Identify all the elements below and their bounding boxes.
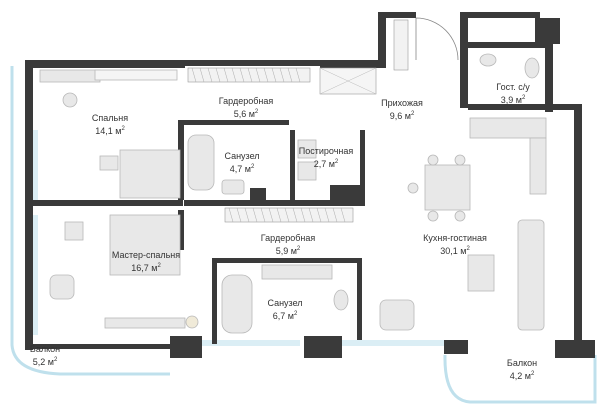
room-label-bedroom: Спальня 14,1 м2 — [91, 113, 129, 136]
room-label-balcony-1: Балкон 5,2 м2 — [29, 344, 61, 367]
wall-bath2-right — [357, 258, 362, 340]
bathtub-2 — [221, 274, 253, 334]
wall-right — [574, 104, 582, 356]
dining-chair-4 — [454, 210, 466, 222]
pillar-bottom-3 — [444, 340, 468, 354]
room-label-guest-bath: Гост. с/у 3,9 м2 — [496, 82, 530, 105]
dining-chair-2 — [454, 154, 466, 166]
wall-top-right — [320, 60, 378, 68]
master-window — [32, 215, 38, 335]
wall-guest-bath-top — [468, 42, 550, 48]
room-label-hallway: Прихожая 9,6 м2 — [381, 98, 423, 121]
bedroom-balcony-glass — [10, 66, 170, 376]
wall-laundry-right — [360, 130, 365, 206]
dining-chair-3 — [427, 210, 439, 222]
kitchen-counter-icon — [469, 117, 547, 139]
wall-bottom-left — [25, 344, 175, 349]
dining-chair-5 — [407, 182, 419, 194]
closet-2-hatch — [228, 207, 346, 223]
wall-bedroom-master — [33, 200, 183, 206]
wall-guest-bath-left — [460, 12, 468, 108]
wall-bath-laundry — [290, 130, 295, 202]
wall-guest-right — [545, 42, 553, 112]
plant-icon — [185, 315, 199, 329]
living-window — [340, 340, 445, 346]
wall-riser-top — [378, 12, 416, 18]
closets — [187, 19, 409, 223]
laundry-machine-block — [330, 185, 360, 203]
wall-top-mid — [185, 60, 320, 66]
chair-icon — [62, 92, 78, 108]
room-label-bathroom-2: Санузел 6,7 м2 — [267, 298, 303, 321]
sink-icon — [221, 179, 245, 195]
closet-hall-cross — [319, 67, 377, 95]
pillar-bottom-2 — [304, 336, 342, 358]
wall-right-top — [553, 104, 582, 110]
wall-bedroom-bath — [178, 120, 184, 200]
wall-bath-top — [184, 120, 289, 125]
room-label-wardrobe-1: Гардеробная 5,6 м2 — [218, 96, 274, 119]
bedroom-wardrobe — [94, 69, 178, 81]
desk-icon — [39, 69, 101, 83]
windows — [10, 66, 597, 404]
bed-icon — [119, 149, 181, 199]
double-sink — [261, 264, 333, 280]
living-balcony-glass — [443, 354, 597, 404]
bath-window — [200, 340, 300, 346]
dining-table-icon — [424, 164, 471, 211]
kitchen-counter-side — [529, 137, 547, 195]
room-label-bathroom-1: Санузел 4,7 м2 — [224, 151, 260, 174]
room-label-laundry: Постирочная 2,7 м2 — [298, 146, 354, 169]
master-nightstand — [64, 221, 84, 241]
wall-guest-bottom — [468, 104, 553, 110]
room-label-living-kitchen: Кухня-гостиная 30,1 м2 — [423, 233, 487, 256]
furniture — [39, 53, 547, 334]
toilet-icon — [333, 289, 349, 311]
coffee-table — [467, 254, 495, 292]
wall-bath2-top — [212, 258, 362, 263]
room-label-wardrobe-2: Гардеробная 5,9 м2 — [260, 233, 316, 256]
guest-toilet — [524, 57, 540, 79]
pillar-bottom-1 — [170, 336, 202, 358]
shaft-block — [535, 18, 560, 44]
sofa-icon — [517, 219, 545, 331]
dining-chair-1 — [427, 154, 439, 166]
pillar-bottom-4 — [555, 340, 595, 358]
guest-sink — [479, 53, 497, 67]
living-armchair — [379, 299, 415, 331]
wall-master-closet — [178, 210, 184, 250]
bedroom-window — [32, 130, 38, 200]
bathtub-icon — [187, 134, 215, 191]
master-bed — [109, 214, 181, 276]
wall-top-guest — [460, 12, 540, 18]
closet-1-hatch — [191, 67, 301, 83]
wall-left — [25, 60, 33, 350]
wall-top-left — [25, 60, 185, 68]
wall-bath-bottom — [184, 200, 364, 206]
armchair-icon — [49, 274, 75, 300]
walls — [25, 12, 595, 358]
closet-entry — [393, 19, 409, 71]
room-label-balcony-2: Балкон 4,2 м2 — [506, 358, 538, 381]
door-icon — [415, 17, 459, 61]
master-dresser — [104, 317, 186, 329]
bed-nightstand — [99, 155, 119, 171]
dryer — [297, 161, 317, 181]
wall-master-bath — [212, 260, 217, 344]
room-label-master-bedroom: Мастер-спальня 16,7 м2 — [111, 250, 181, 273]
washing-machine-icon — [297, 139, 317, 159]
closet-1 — [187, 67, 311, 83]
wall-riser-left — [378, 12, 386, 68]
